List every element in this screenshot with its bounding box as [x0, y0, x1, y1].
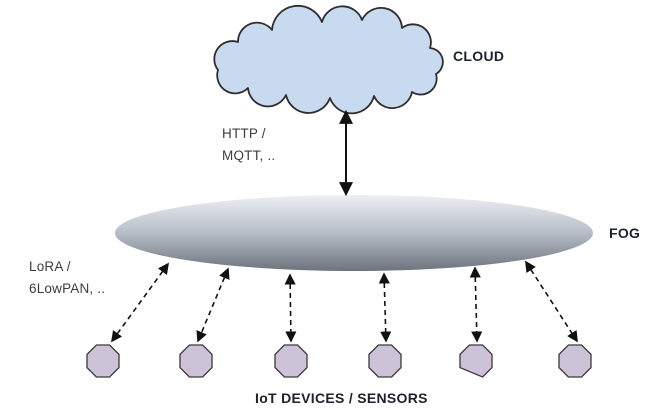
device-protocols-line1: LoRA / — [29, 259, 71, 274]
fog-device-arrow — [525, 260, 578, 343]
cloud-label: CLOUD — [453, 48, 505, 64]
fog-device-arrow — [196, 267, 230, 343]
iot-device-octagon — [179, 344, 213, 378]
fog-device-arrow — [284, 273, 297, 343]
cloud-protocols-line1: HTTP / — [222, 126, 266, 141]
fog-device-arrow — [111, 262, 169, 343]
iot-devices-label: IoT DEVICES / SENSORS — [255, 390, 428, 406]
fog-ellipse — [115, 195, 593, 271]
iot-device-octagon — [368, 344, 402, 378]
iot-device-octagon — [459, 344, 493, 378]
iot-device-octagon — [558, 344, 592, 378]
fog-device-arrow — [469, 266, 483, 343]
device-protocols-line2: 6LowPAN, .. — [29, 281, 106, 296]
iot-device-octagon — [274, 344, 308, 378]
fog-label: FOG — [609, 225, 641, 241]
fog-device-arrow — [378, 272, 392, 343]
cloud-shape — [213, 5, 444, 115]
cloud-protocols-line2: MQTT, .. — [222, 148, 276, 163]
iot-device-octagon — [86, 344, 120, 378]
